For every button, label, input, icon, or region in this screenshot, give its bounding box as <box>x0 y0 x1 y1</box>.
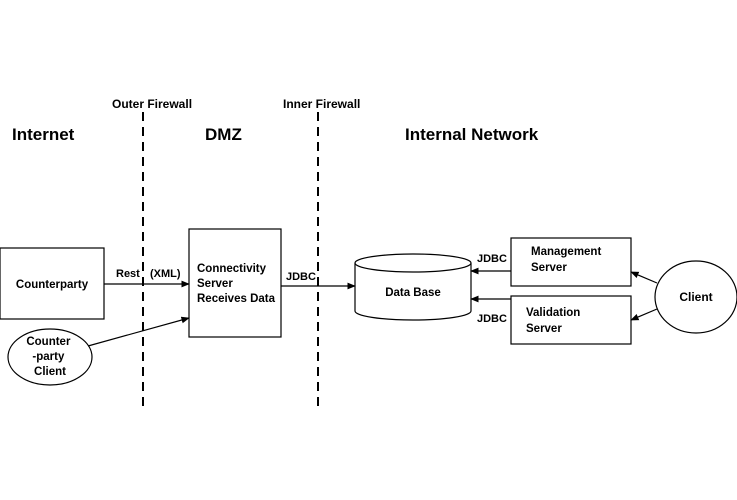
counterparty-client-line-2: -party <box>32 351 65 363</box>
client-ellipse <box>654 260 737 334</box>
validation-server-line-1: Validation <box>526 307 580 319</box>
client-to-validation-arrow <box>630 308 658 321</box>
inner-firewall-label: Inner Firewall <box>283 97 360 111</box>
edge-label-jdbc-mgmt: JDBC <box>477 253 507 265</box>
validation-server-box <box>510 295 632 345</box>
edge-label-xml: (XML) <box>150 268 181 280</box>
database-label: Data Base <box>385 287 441 299</box>
connectivity-server-label: Connectivity Server Receives Data <box>197 263 276 305</box>
counterparty-client-arrow <box>87 316 190 347</box>
connectivity-server-line-2: Server <box>197 278 233 290</box>
zone-dmz-label: DMZ <box>205 125 242 144</box>
connectivity-server-box <box>188 228 282 338</box>
database-cylinder <box>354 253 472 321</box>
validation-server-label: Validation Server <box>526 307 584 335</box>
client-to-management-arrow <box>630 271 658 284</box>
validation-server-line-2: Server <box>526 323 562 335</box>
edge-label-rest: Rest <box>116 268 140 280</box>
counterparty-client-line-3: Client <box>34 366 66 378</box>
client-label: Client <box>679 290 712 304</box>
edge-label-jdbc-dmz: JDBC <box>286 271 316 283</box>
outer-firewall-label: Outer Firewall <box>112 97 192 111</box>
zone-internet-label: Internet <box>12 125 75 144</box>
edge-label-jdbc-valid: JDBC <box>477 313 507 325</box>
counterparty-client-ellipse <box>7 328 93 386</box>
connectivity-server-line-1: Connectivity <box>197 263 267 275</box>
counterparty-label: Counterparty <box>16 279 89 291</box>
management-server-box <box>510 237 632 287</box>
management-server-label: Management Server <box>531 246 605 274</box>
management-server-line-2: Server <box>531 262 567 274</box>
counterparty-client-line-1: Counter <box>26 336 71 348</box>
counterparty-client-label: Counter -party Client <box>26 336 73 378</box>
zone-internal-label: Internal Network <box>405 125 539 144</box>
connectivity-server-line-3: Receives Data <box>197 293 276 305</box>
management-server-line-1: Management <box>531 246 601 258</box>
